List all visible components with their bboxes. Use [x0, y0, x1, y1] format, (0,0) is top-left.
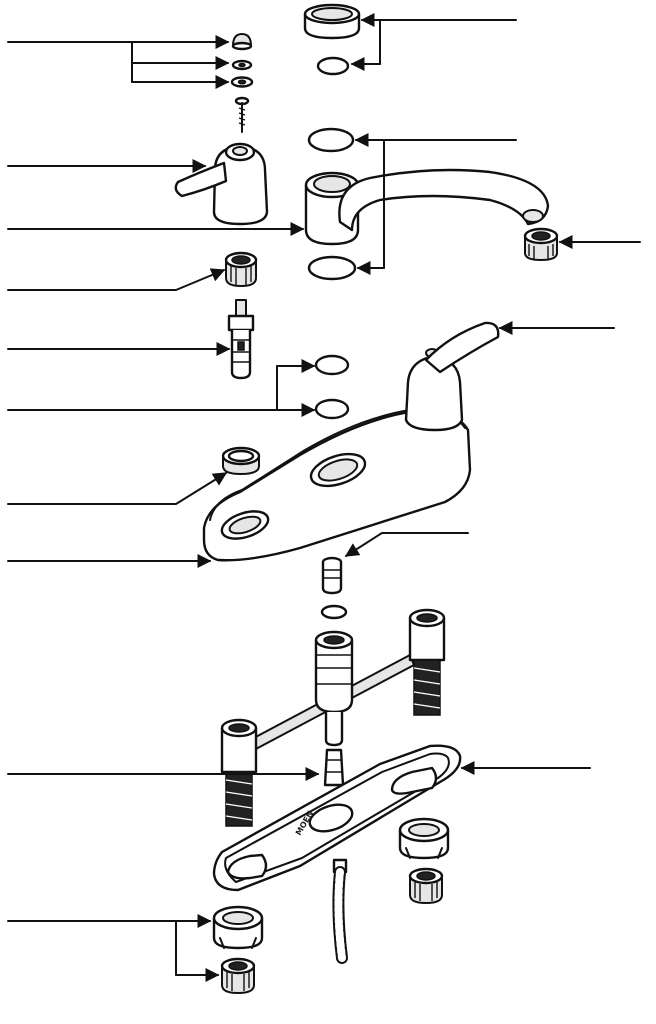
deck-plate-slot-right: [390, 766, 438, 795]
spout: [304, 168, 550, 246]
manifold-body: [249, 630, 415, 787]
cartridge: [227, 299, 255, 380]
lever-handle: [174, 142, 269, 226]
base-hole-left: [220, 510, 270, 540]
aerator: [523, 227, 559, 261]
base-o-ring-upper: [314, 354, 350, 376]
spout-o-ring-top: [316, 56, 350, 76]
leader-spout-o-rings: [354, 133, 517, 275]
cartridge-retaining-nut: [224, 251, 258, 287]
supply-hose: [332, 858, 348, 964]
deck-plate-slot-left: [226, 853, 268, 880]
deck-plate-hole-center: [308, 803, 354, 833]
base-hole-center: [309, 452, 367, 488]
leader-base-nut: [7, 472, 228, 505]
base-nut: [221, 446, 261, 475]
leader-mounting-nuts: [7, 914, 220, 982]
small-washer-2: [230, 76, 254, 88]
coupling-nut-left: [220, 957, 256, 994]
deck-plate: MOEN: [212, 744, 462, 892]
leader-small-parts: [7, 35, 230, 89]
spout-o-ring-upper: [307, 127, 355, 153]
leader-lines: [7, 13, 641, 982]
shank-right: [408, 608, 446, 716]
base-o-ring-lower: [314, 398, 350, 420]
mounting-nut-left: [212, 905, 264, 950]
faucet-base: [202, 321, 500, 562]
shank-left: [220, 718, 258, 827]
handle-screw: [234, 96, 250, 133]
small-washer-1: [231, 59, 253, 71]
spout-o-ring-lower: [307, 255, 357, 281]
coupling-nut-right: [408, 867, 444, 904]
base-handle-housing: [404, 321, 500, 432]
leader-retaining-nut: [7, 268, 226, 291]
leader-diverter: [344, 532, 469, 557]
diverter-valve: [321, 556, 343, 595]
spout-cap: [303, 3, 361, 40]
handle-cap-button: [231, 33, 253, 51]
leader-base-o-rings: [7, 359, 316, 417]
mounting-nut-right: [398, 817, 450, 860]
leader-spout-cap: [350, 13, 517, 71]
diverter-o-ring: [320, 604, 348, 620]
